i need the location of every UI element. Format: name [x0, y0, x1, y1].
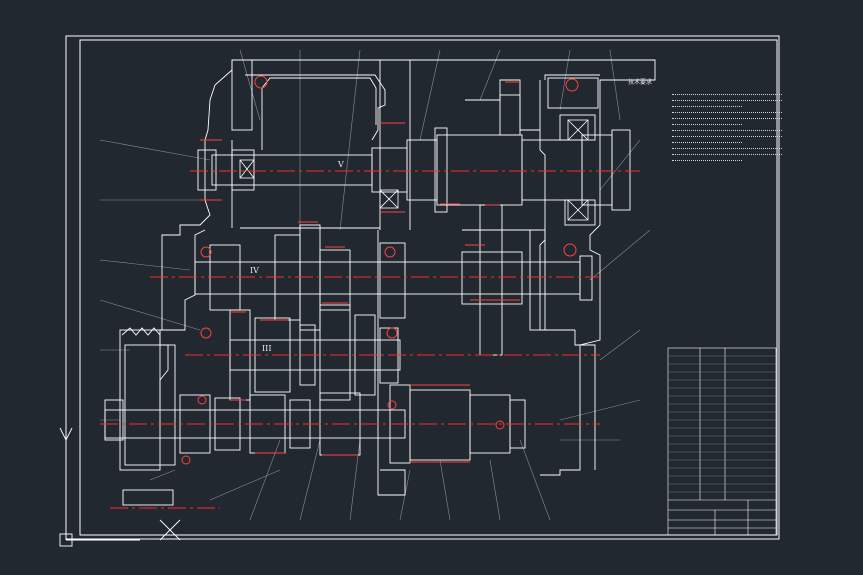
note-line — [672, 94, 782, 96]
technical-requirements-title: 技术要求 — [628, 79, 653, 86]
note-line — [672, 130, 782, 132]
note-line — [672, 106, 742, 108]
center-lines — [100, 170, 640, 509]
bearings — [239, 119, 589, 221]
shaft-label-v: V — [338, 160, 344, 169]
note-line — [672, 148, 782, 150]
shaft-label-iv: IV — [250, 266, 259, 275]
note-line — [672, 154, 782, 156]
leader-lines — [99, 49, 651, 521]
drawing-frame — [65, 35, 780, 540]
note-line — [672, 124, 742, 126]
note-line — [672, 118, 782, 120]
shaft-label-iii: III — [262, 344, 272, 353]
section-details — [181, 75, 579, 465]
note-line — [672, 142, 742, 144]
ucs-icon — [59, 427, 140, 547]
shafts — [104, 94, 631, 541]
title-block — [667, 347, 777, 536]
title-block-rows — [668, 355, 776, 493]
note-line — [672, 112, 782, 114]
note-line — [672, 160, 742, 162]
note-line — [672, 136, 782, 138]
note-line — [672, 100, 782, 102]
